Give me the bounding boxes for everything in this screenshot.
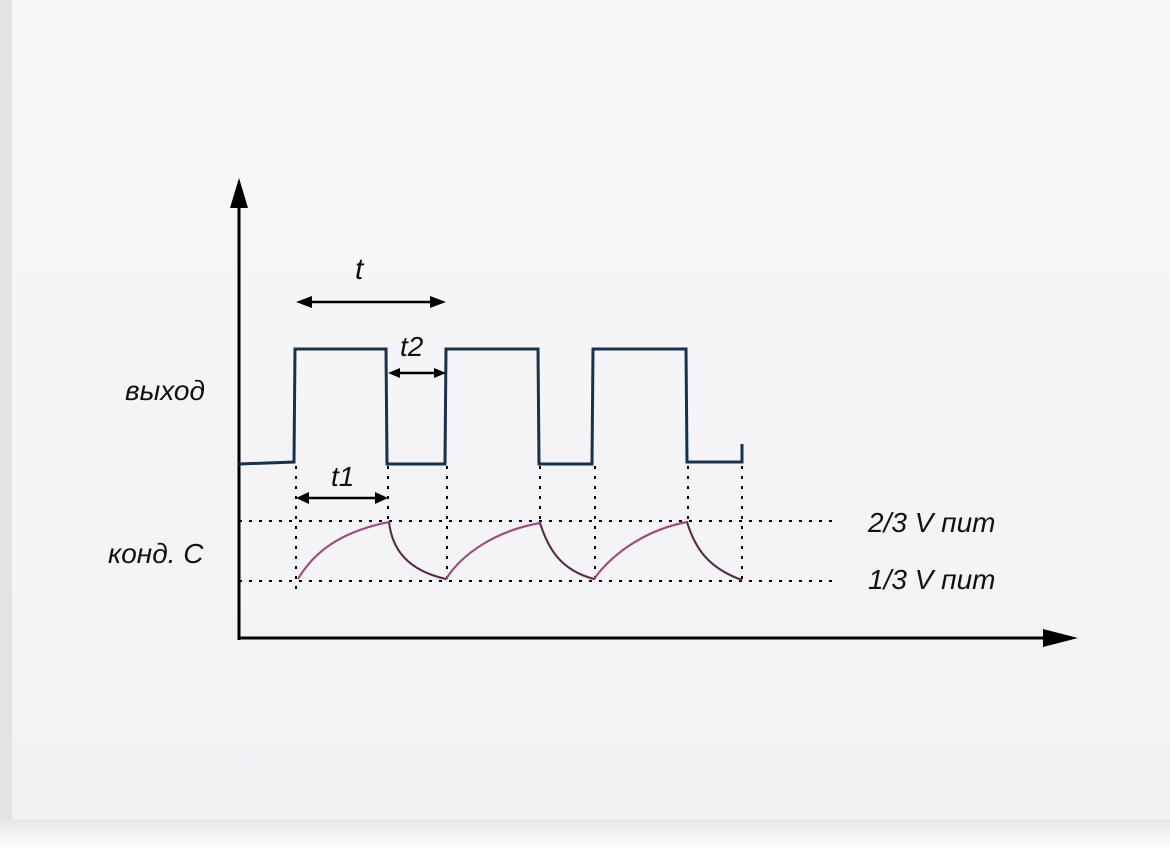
t1-arrow-right-icon [375,492,388,504]
t1-label: t1 [331,461,354,492]
capacitor-discharge-ink [388,521,743,581]
t2-arrow-left-icon [388,368,400,378]
upper-threshold-label: 2/3 V пит [867,507,995,538]
period-label: t [355,253,365,286]
x-axis-arrow-icon [1043,629,1078,647]
t2-label: t2 [400,331,424,362]
period-arrow-right-icon [430,296,446,308]
t2-arrow-right-icon [434,368,446,378]
lower-threshold-label: 1/3 V пит [868,564,995,595]
capacitor-waveform [297,520,743,582]
t1-arrow-left-icon [296,492,309,504]
period-arrow-left-icon [296,296,312,308]
paper-bottom-edge [0,820,1170,850]
paper-left-edge [0,0,12,850]
output-label: выход [125,375,205,406]
capacitor-label: конд. С [108,538,204,569]
y-axis-arrow-icon [230,178,248,208]
output-waveform [238,347,744,466]
